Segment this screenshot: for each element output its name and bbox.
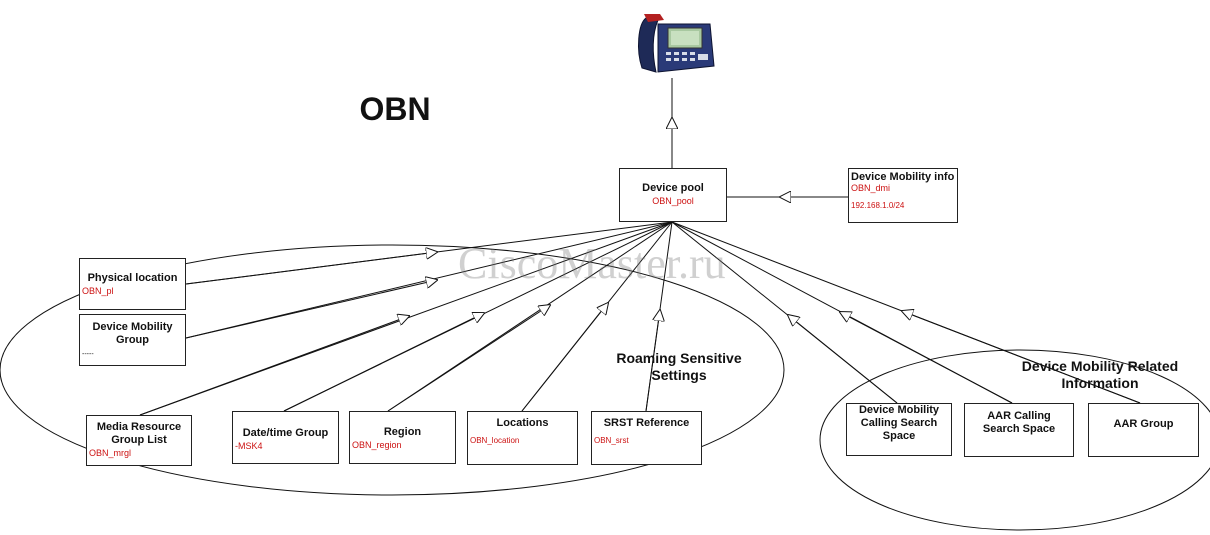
device-mobility-group-box: Device Mobility Group ----- [79,314,186,366]
device-mobility-info-box: Device Mobility info OBN_dmi 192.168.1.0… [848,168,958,223]
physical-location-box: Physical location OBN_pl [79,258,186,310]
arrow-dm-css [788,315,898,404]
media-resource-group-list-box: Media Resource Group List OBN_mrgl [86,415,192,466]
physical-location-title: Physical location [87,272,178,284]
device-mobility-group-title: Device Mobility Group [92,321,173,346]
media-resource-group-list-title: Media Resource Group List [96,421,182,446]
arrow-physical-location [185,252,437,285]
aar-group-box: AAR Group [1088,403,1199,457]
region-value: OBN_region [352,440,402,450]
media-resource-group-list-value: OBN_mrgl [89,448,132,458]
device-mobility-info-title: Device Mobility info [851,171,955,183]
date-time-group-box: Date/time Group -MSK4 [232,411,339,464]
device-pool-box: Device pool OBN_pool [619,168,727,222]
region-box: Region OBN_region [349,411,456,464]
arrow-dm-group [185,280,437,339]
date-time-group-value: -MSK4 [235,441,263,451]
arrow-locations [521,303,608,412]
aar-group-title: AAR Group [1113,418,1174,430]
arrow-srst [645,310,660,412]
dm-calling-search-space-box: Device Mobility Calling Search Space [846,403,952,456]
date-time-group-title: Date/time Group [242,427,329,439]
related-info-label: Device Mobility Related Information [1021,358,1179,391]
srst-reference-value: OBN_srst [594,436,629,445]
roaming-settings-ellipse [0,244,785,496]
locations-title: Locations [496,417,549,429]
aar-calling-search-space-box: AAR Calling Search Space [964,403,1074,457]
device-pool-title: Device pool [642,182,704,194]
physical-location-value: OBN_pl [82,286,114,296]
srst-reference-title: SRST Reference [603,417,690,429]
locations-value: OBN_location [470,436,520,445]
dm-calling-search-space-title: Device Mobility Calling Search Space [858,404,940,442]
device-pool-value: OBN_pool [652,196,694,206]
region-title: Region [383,426,422,438]
arrow-aar-group [902,311,1141,404]
roaming-settings-label: Roaming Sensitive Settings [616,350,742,383]
arrow-mrgl [139,316,409,416]
device-mobility-group-value: ----- [82,351,94,358]
device-mobility-info-subnet: 192.168.1.0/24 [851,201,905,210]
watermark-text: CiscoMaster.ru [458,239,726,288]
arrow-datetime [283,313,484,412]
related-info-ellipse [819,349,1210,531]
srst-reference-box: SRST Reference OBN_srst [591,411,702,465]
ip-phone-icon [634,10,716,76]
device-mobility-info-name: OBN_dmi [851,183,891,193]
arrow-region [387,305,550,412]
page-title: OBN [359,91,431,127]
aar-calling-search-space-title: AAR Calling Search Space [982,410,1056,435]
locations-box: Locations OBN_location [467,411,578,465]
arrow-aar-css [840,312,1013,404]
